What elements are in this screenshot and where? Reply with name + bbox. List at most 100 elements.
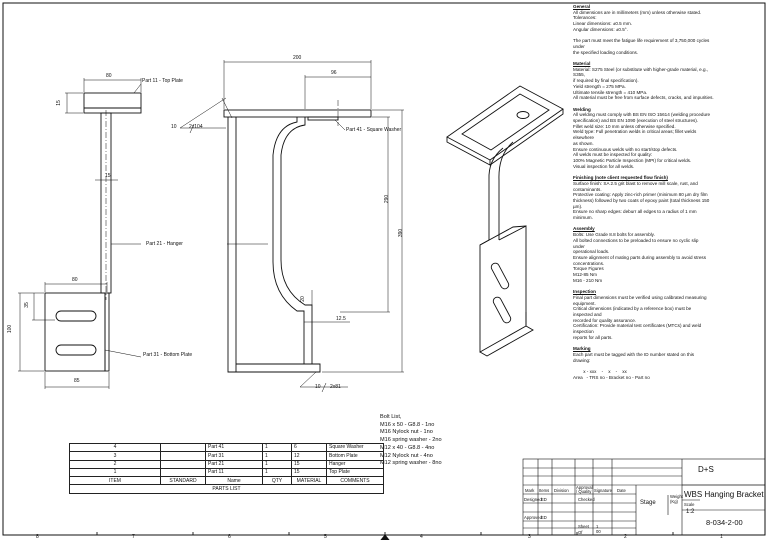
tb-date: Date xyxy=(617,488,626,493)
note-line: Final part dimensions must be verified u… xyxy=(573,294,707,300)
note-line: Linear dimensions: ±0.5 mm. xyxy=(573,21,632,27)
note-line: inspection xyxy=(573,329,594,335)
parts-list-cell: 3 xyxy=(69,451,161,461)
weld-size-2: 10 xyxy=(315,384,321,390)
parts-list-cell: 15 xyxy=(291,467,327,478)
parts-list-cell: 1 xyxy=(69,467,161,478)
bolt-list: Bolt List, M16 x 50 - G8.8 - 1no M16 Nyl… xyxy=(380,414,442,468)
parts-list-cell: 1 xyxy=(262,451,292,461)
note-line: All dimensions are in millimeters (mm) u… xyxy=(573,9,702,15)
label-hanger: Part 21 - Hanger xyxy=(146,241,183,247)
tb-checked: Checked xyxy=(578,497,595,502)
note-line: All welding must comply with BS EN ISO 1… xyxy=(573,112,711,118)
tb-sheet: Sheet xyxy=(578,524,589,529)
scale-value: 1:2 xyxy=(686,509,695,515)
note-line: drawing: xyxy=(573,357,591,363)
parts-list-cell: Bottom Plate xyxy=(326,451,384,461)
zone-1: 1 xyxy=(720,534,723,540)
bolt-list-item: M12 x 40 - G8.8 - 4no xyxy=(380,444,435,451)
parts-list-cell: 12 xyxy=(291,451,327,461)
parts-list-cell: Hanger xyxy=(326,459,384,469)
dim-85: 85 xyxy=(74,378,80,384)
parts-list-cell: Part 41 xyxy=(205,442,263,453)
tb-approval: Approval / Quality xyxy=(576,485,593,494)
note-line: Certification: Provide material test cer… xyxy=(573,323,702,329)
parts-list-cell: 15 xyxy=(291,459,327,469)
parts-list-header-cell: Name xyxy=(205,476,263,486)
label-top-plate: Part 11 - Top Plate xyxy=(142,78,183,84)
note-line: operational loads. xyxy=(573,249,610,255)
note-line: specification) and BS EN 1090 (execution… xyxy=(573,118,699,124)
note-line: All welds must be inspected for quality: xyxy=(573,152,653,158)
zone-5: 5 xyxy=(324,534,327,540)
note-line: Ultimate tensile strength = 410 MPa. xyxy=(573,89,648,95)
parts-list-cell xyxy=(160,442,206,453)
note-line: Each part must be tagged with the ID num… xyxy=(573,351,695,357)
note-line: recorded for quality assurance. xyxy=(573,317,637,323)
side-view xyxy=(179,60,404,393)
tb-ed-1: ED xyxy=(541,497,547,502)
note-line: minimum. xyxy=(573,215,593,221)
dim-96: 96 xyxy=(331,70,337,76)
note-line: All bolted connections to be preloaded t… xyxy=(573,237,699,243)
note-line: Bolts: Use Grade 8.8 bolts for assembly. xyxy=(573,232,655,238)
tb-mark: Mark xyxy=(525,488,535,493)
parts-list-cell: 1 xyxy=(262,459,292,469)
note-line: Yield strength = 275 MPa. xyxy=(573,83,626,89)
parts-list-cell: Part 31 xyxy=(205,451,263,461)
note-line: S355, xyxy=(573,72,586,78)
tb-of-no: 00 xyxy=(596,529,601,534)
note-line: The part must meet the fatigue life requ… xyxy=(573,38,710,44)
note-line: equipment. xyxy=(573,300,596,306)
dim-15-plate: 15 xyxy=(55,100,62,106)
left-view xyxy=(18,78,142,389)
parts-list-cell xyxy=(160,451,206,461)
note-line: if required by final specification). xyxy=(573,78,639,84)
weight-label: Weight (Kg) xyxy=(670,494,683,504)
note-line: µm). xyxy=(573,203,583,209)
parts-list-cell: Part 21 xyxy=(205,459,263,469)
dim-100: 100 xyxy=(7,324,14,334)
bolt-list-item: M16 Nylock nut - 1no xyxy=(380,429,433,436)
dim-200: 200 xyxy=(293,55,302,61)
note-line: M16 - 210 Nm xyxy=(573,277,603,283)
tb-items: Items xyxy=(539,488,550,493)
note-line: Fillet weld size: 10 mm unless otherwise… xyxy=(573,123,676,129)
note-line: All material must be free from surface d… xyxy=(573,95,714,101)
note-line: contaminants. xyxy=(573,186,602,192)
dim-80-top: 80 xyxy=(106,73,112,79)
zone-8: 8 xyxy=(36,534,39,540)
zone-3: 3 xyxy=(528,534,531,540)
zone-2: 2 xyxy=(624,534,627,540)
tb-sheet-no: 1 xyxy=(596,524,599,529)
note-heading: Material xyxy=(573,61,591,67)
note-line: Ensure alignment of mating parts during … xyxy=(573,254,707,260)
note-line: Material: S275 Steel (or substitute with… xyxy=(573,66,709,72)
dim-290: 290 xyxy=(384,194,391,204)
note-line: reports for all parts. xyxy=(573,334,613,340)
parts-list-cell: 6 xyxy=(291,442,327,453)
label-bottom-plate: Part 31 - Bottom Plate xyxy=(143,352,193,358)
bolt-list-item: M12 Nylock nut - 4no xyxy=(380,452,433,459)
parts-list-cell xyxy=(160,467,206,478)
isometric-view xyxy=(446,85,564,357)
dim-80-bottom: 80 xyxy=(72,277,78,283)
note-line: Critical dimensions (indicated by a refe… xyxy=(573,306,692,312)
note-line: 100% Magnetic Particle Inspection (MPI) … xyxy=(573,157,692,163)
note-line: Weld type: Full penetration welds in cri… xyxy=(573,129,697,135)
parts-list-cell: 2 xyxy=(69,459,161,469)
bolt-list-item: M16 x 50 - G8.8 - 1no xyxy=(380,421,435,428)
zone-6: 6 xyxy=(228,534,231,540)
note-line: M12-85 Nm xyxy=(573,272,597,278)
note-heading: Welding xyxy=(573,106,591,112)
note-line: Torque Figures xyxy=(573,266,604,272)
tb-designed: Designed xyxy=(524,497,542,502)
note-line: Protective coating: Apply zinc-rich prim… xyxy=(573,192,708,198)
parts-list-header-cell: MATERIAL xyxy=(291,476,327,486)
note-heading: Marking xyxy=(573,346,591,352)
